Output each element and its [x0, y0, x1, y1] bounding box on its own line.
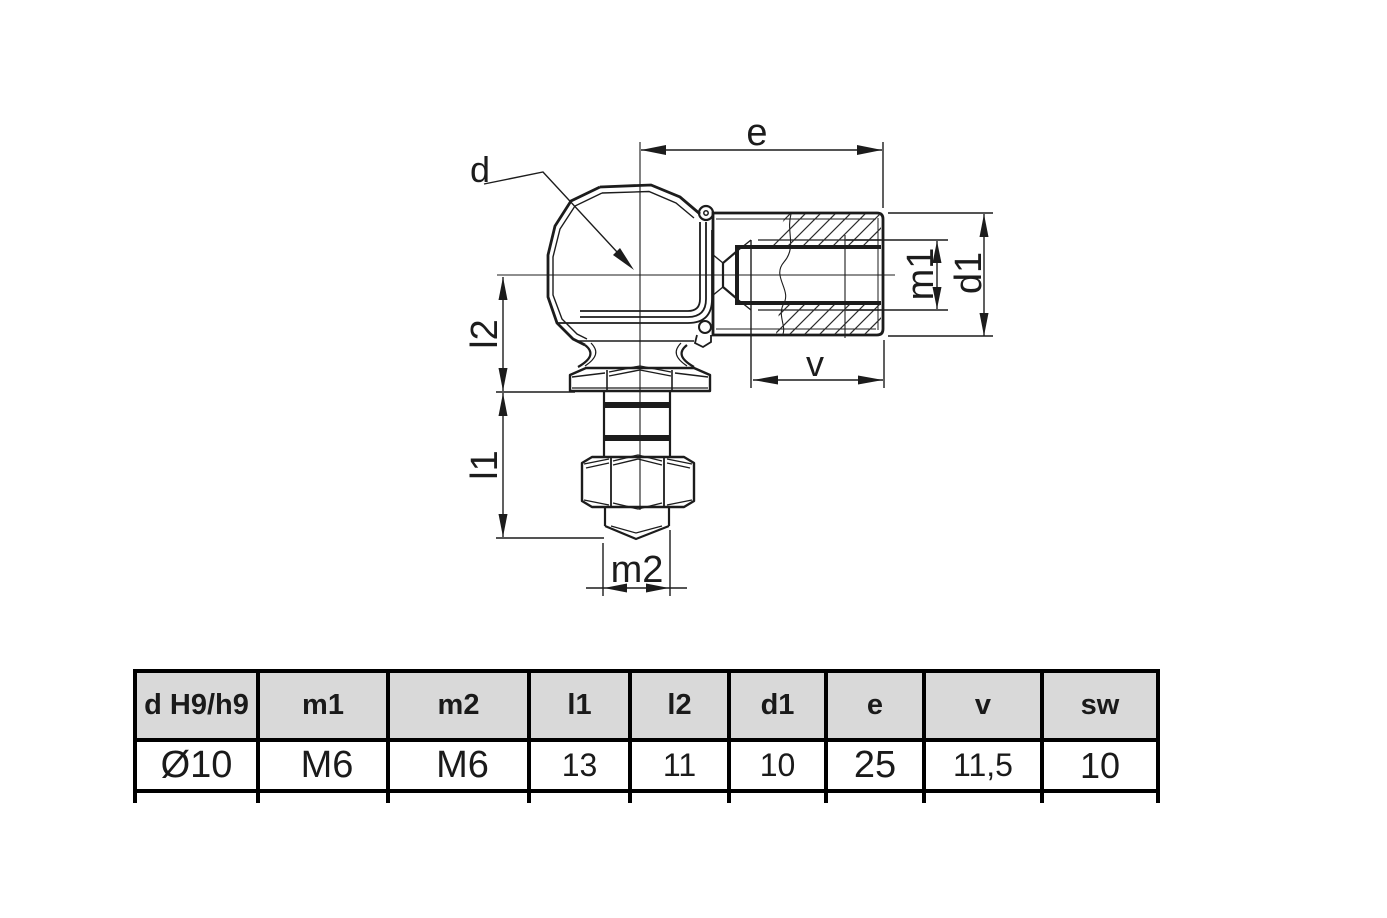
clip-roll-top	[697, 204, 715, 222]
dimension-v: v	[750, 240, 885, 388]
spec-table: d H9/h9 m1 m2 l1 l2 d1 e v sw Ø10 M6 M6 …	[133, 669, 1160, 793]
stub	[1040, 793, 1160, 803]
col-header-d: d H9/h9	[137, 673, 256, 742]
stub	[922, 793, 1040, 803]
stub	[527, 793, 628, 803]
value-e: 25	[824, 742, 922, 789]
value-d1: 10	[727, 742, 824, 789]
stub	[133, 793, 256, 803]
value-m2: M6	[386, 742, 527, 789]
dim-d1-label: d1	[948, 252, 990, 294]
threaded-stud	[602, 391, 672, 541]
dimension-d-leader: d	[470, 149, 634, 270]
dimension-m2: m2	[586, 530, 687, 596]
dim-e-label: e	[746, 112, 767, 154]
clip-roll-bottom	[698, 320, 712, 334]
section-hatching	[768, 214, 881, 334]
col-header-m1: m1	[256, 673, 386, 742]
dim-d-label: d	[470, 149, 490, 190]
dim-m2-label: m2	[611, 549, 664, 591]
col-header-e: e	[824, 673, 922, 742]
col-header-l1: l1	[527, 673, 628, 742]
dimension-d1: d1	[888, 212, 993, 337]
table-bottom-stubs	[133, 793, 1160, 803]
value-v: 11,5	[922, 742, 1040, 789]
value-d: Ø10	[160, 744, 233, 786]
stub	[386, 793, 527, 803]
hex-collar	[568, 365, 712, 393]
value-m1: M6	[256, 742, 386, 789]
thread-band	[604, 402, 670, 408]
thread-band	[604, 435, 670, 441]
dim-l1-label: l1	[464, 450, 506, 480]
dim-l2-label: l2	[464, 319, 506, 349]
stub	[628, 793, 727, 803]
value-l2: 11	[628, 742, 727, 789]
dim-m1-label: m1	[900, 248, 942, 301]
col-header-m2: m2	[386, 673, 527, 742]
col-header-d1: d1	[727, 673, 824, 742]
dimension-l1: l1	[464, 393, 604, 539]
dim-v-label: v	[806, 343, 824, 384]
retaining-clip	[558, 204, 715, 349]
section-break-line	[779, 213, 792, 335]
hex-nut	[580, 454, 696, 510]
stub	[256, 793, 386, 803]
boot-neck	[577, 342, 695, 368]
value-sw: 10	[1040, 742, 1156, 789]
ball-outline	[546, 183, 701, 347]
dimension-m1: m1	[846, 239, 948, 311]
housing-body	[711, 211, 885, 337]
col-header-sw: sw	[1040, 673, 1156, 742]
col-header-l2: l2	[628, 673, 727, 742]
value-l1: 13	[527, 742, 628, 789]
dimension-e: e	[641, 112, 884, 208]
stub	[824, 793, 922, 803]
col-header-v: v	[922, 673, 1040, 742]
stub	[727, 793, 824, 803]
dimension-l2: l2	[464, 277, 575, 393]
center-lines	[497, 142, 895, 510]
